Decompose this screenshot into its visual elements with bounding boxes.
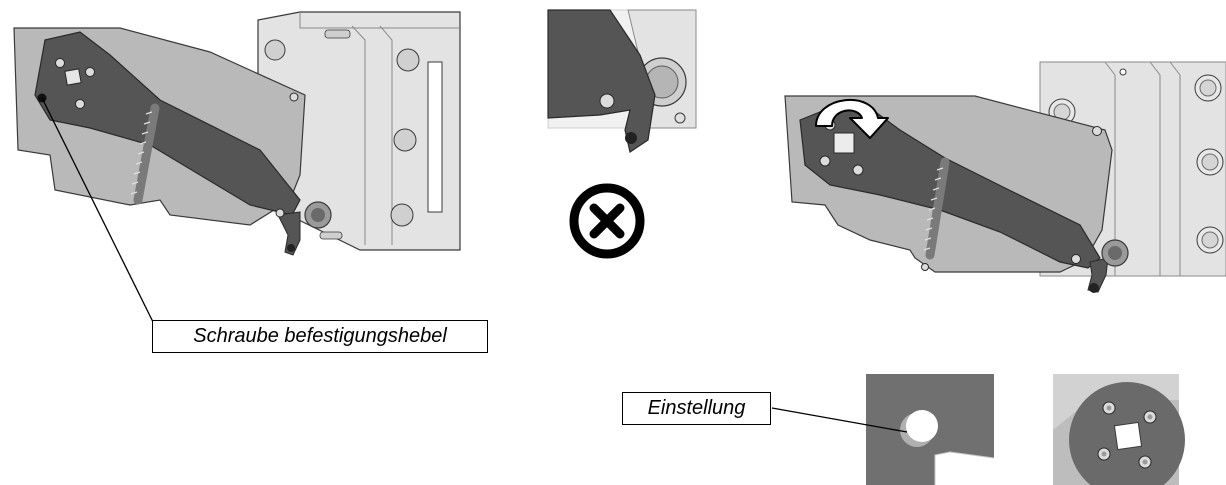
left-lever: [34, 31, 301, 216]
hub-screws-detail: [1053, 374, 1185, 485]
adjustment-callout: Einstellung: [622, 392, 771, 425]
adjustment-detail: [866, 374, 995, 485]
right-spring: [923, 157, 950, 260]
left-mounting-block: [257, 11, 461, 251]
left-spring: [130, 103, 160, 205]
x-circle-icon: [569, 183, 645, 259]
left-screws: [55, 58, 299, 218]
fixing-screw-leader: [41, 97, 156, 327]
right-assembly: [784, 61, 1226, 293]
left-lever-hook: [277, 211, 301, 256]
wrong-position-detail: [547, 9, 697, 153]
curved-rotate-arrow-icon: [815, 98, 889, 139]
fixing-screw-callout: Schraube befestigungshebel: [152, 320, 488, 353]
adjustment-leader: [771, 407, 908, 433]
left-assembly: [13, 11, 461, 256]
